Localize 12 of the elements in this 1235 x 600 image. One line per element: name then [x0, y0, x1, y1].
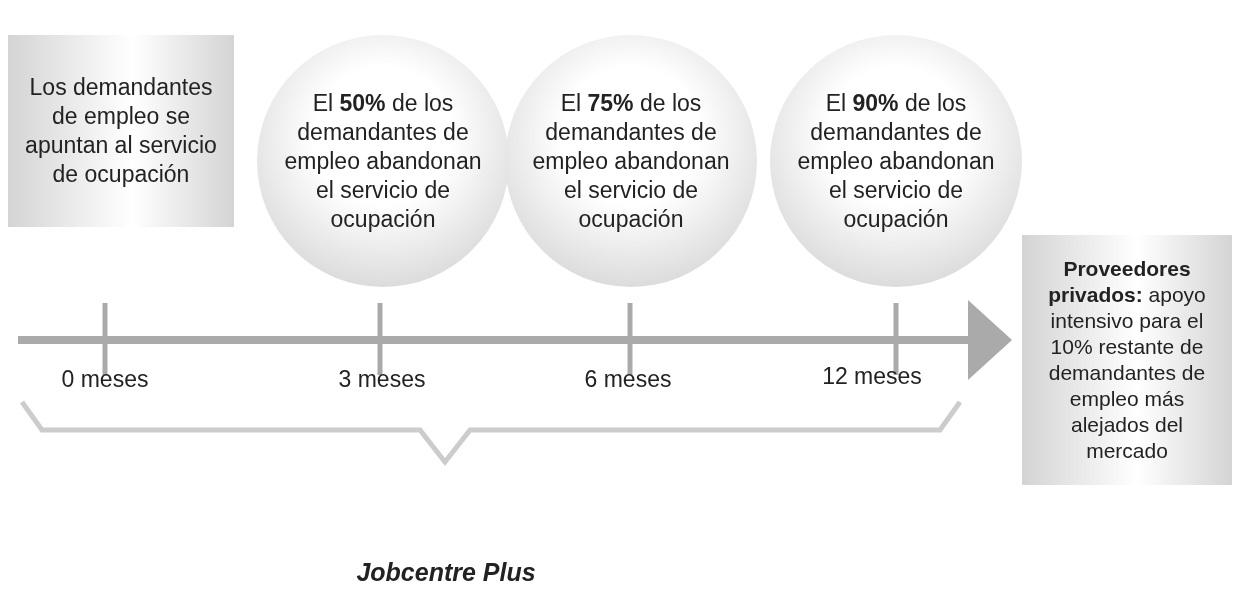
time-label: 0 meses	[61, 366, 149, 393]
node-text: El 50% de los demandantes de empleo abandonan el servicio de ocupación	[283, 88, 483, 234]
node-text: El 75% de los demandantes de empleo abandonan el servicio de ocupación	[531, 88, 731, 234]
bracket-label: Jobcentre Plus	[356, 558, 536, 587]
time-label: 6 meses	[584, 366, 672, 393]
node-text: El 90% de los demandantes de empleo abandonan el servicio de ocupación	[796, 88, 996, 234]
text-box	[1022, 235, 1232, 485]
node-text: Los demandantes de empleo se apuntan al servicio de ocupación	[24, 73, 218, 189]
text-box	[8, 35, 234, 227]
time-label: 3 meses	[338, 366, 426, 393]
node-text: Proveedores privados: apoyo intensivo para el 10% restante de demandantes de empleo más alejados del mercado	[1047, 256, 1207, 464]
time-label: 12 meses	[822, 363, 922, 390]
